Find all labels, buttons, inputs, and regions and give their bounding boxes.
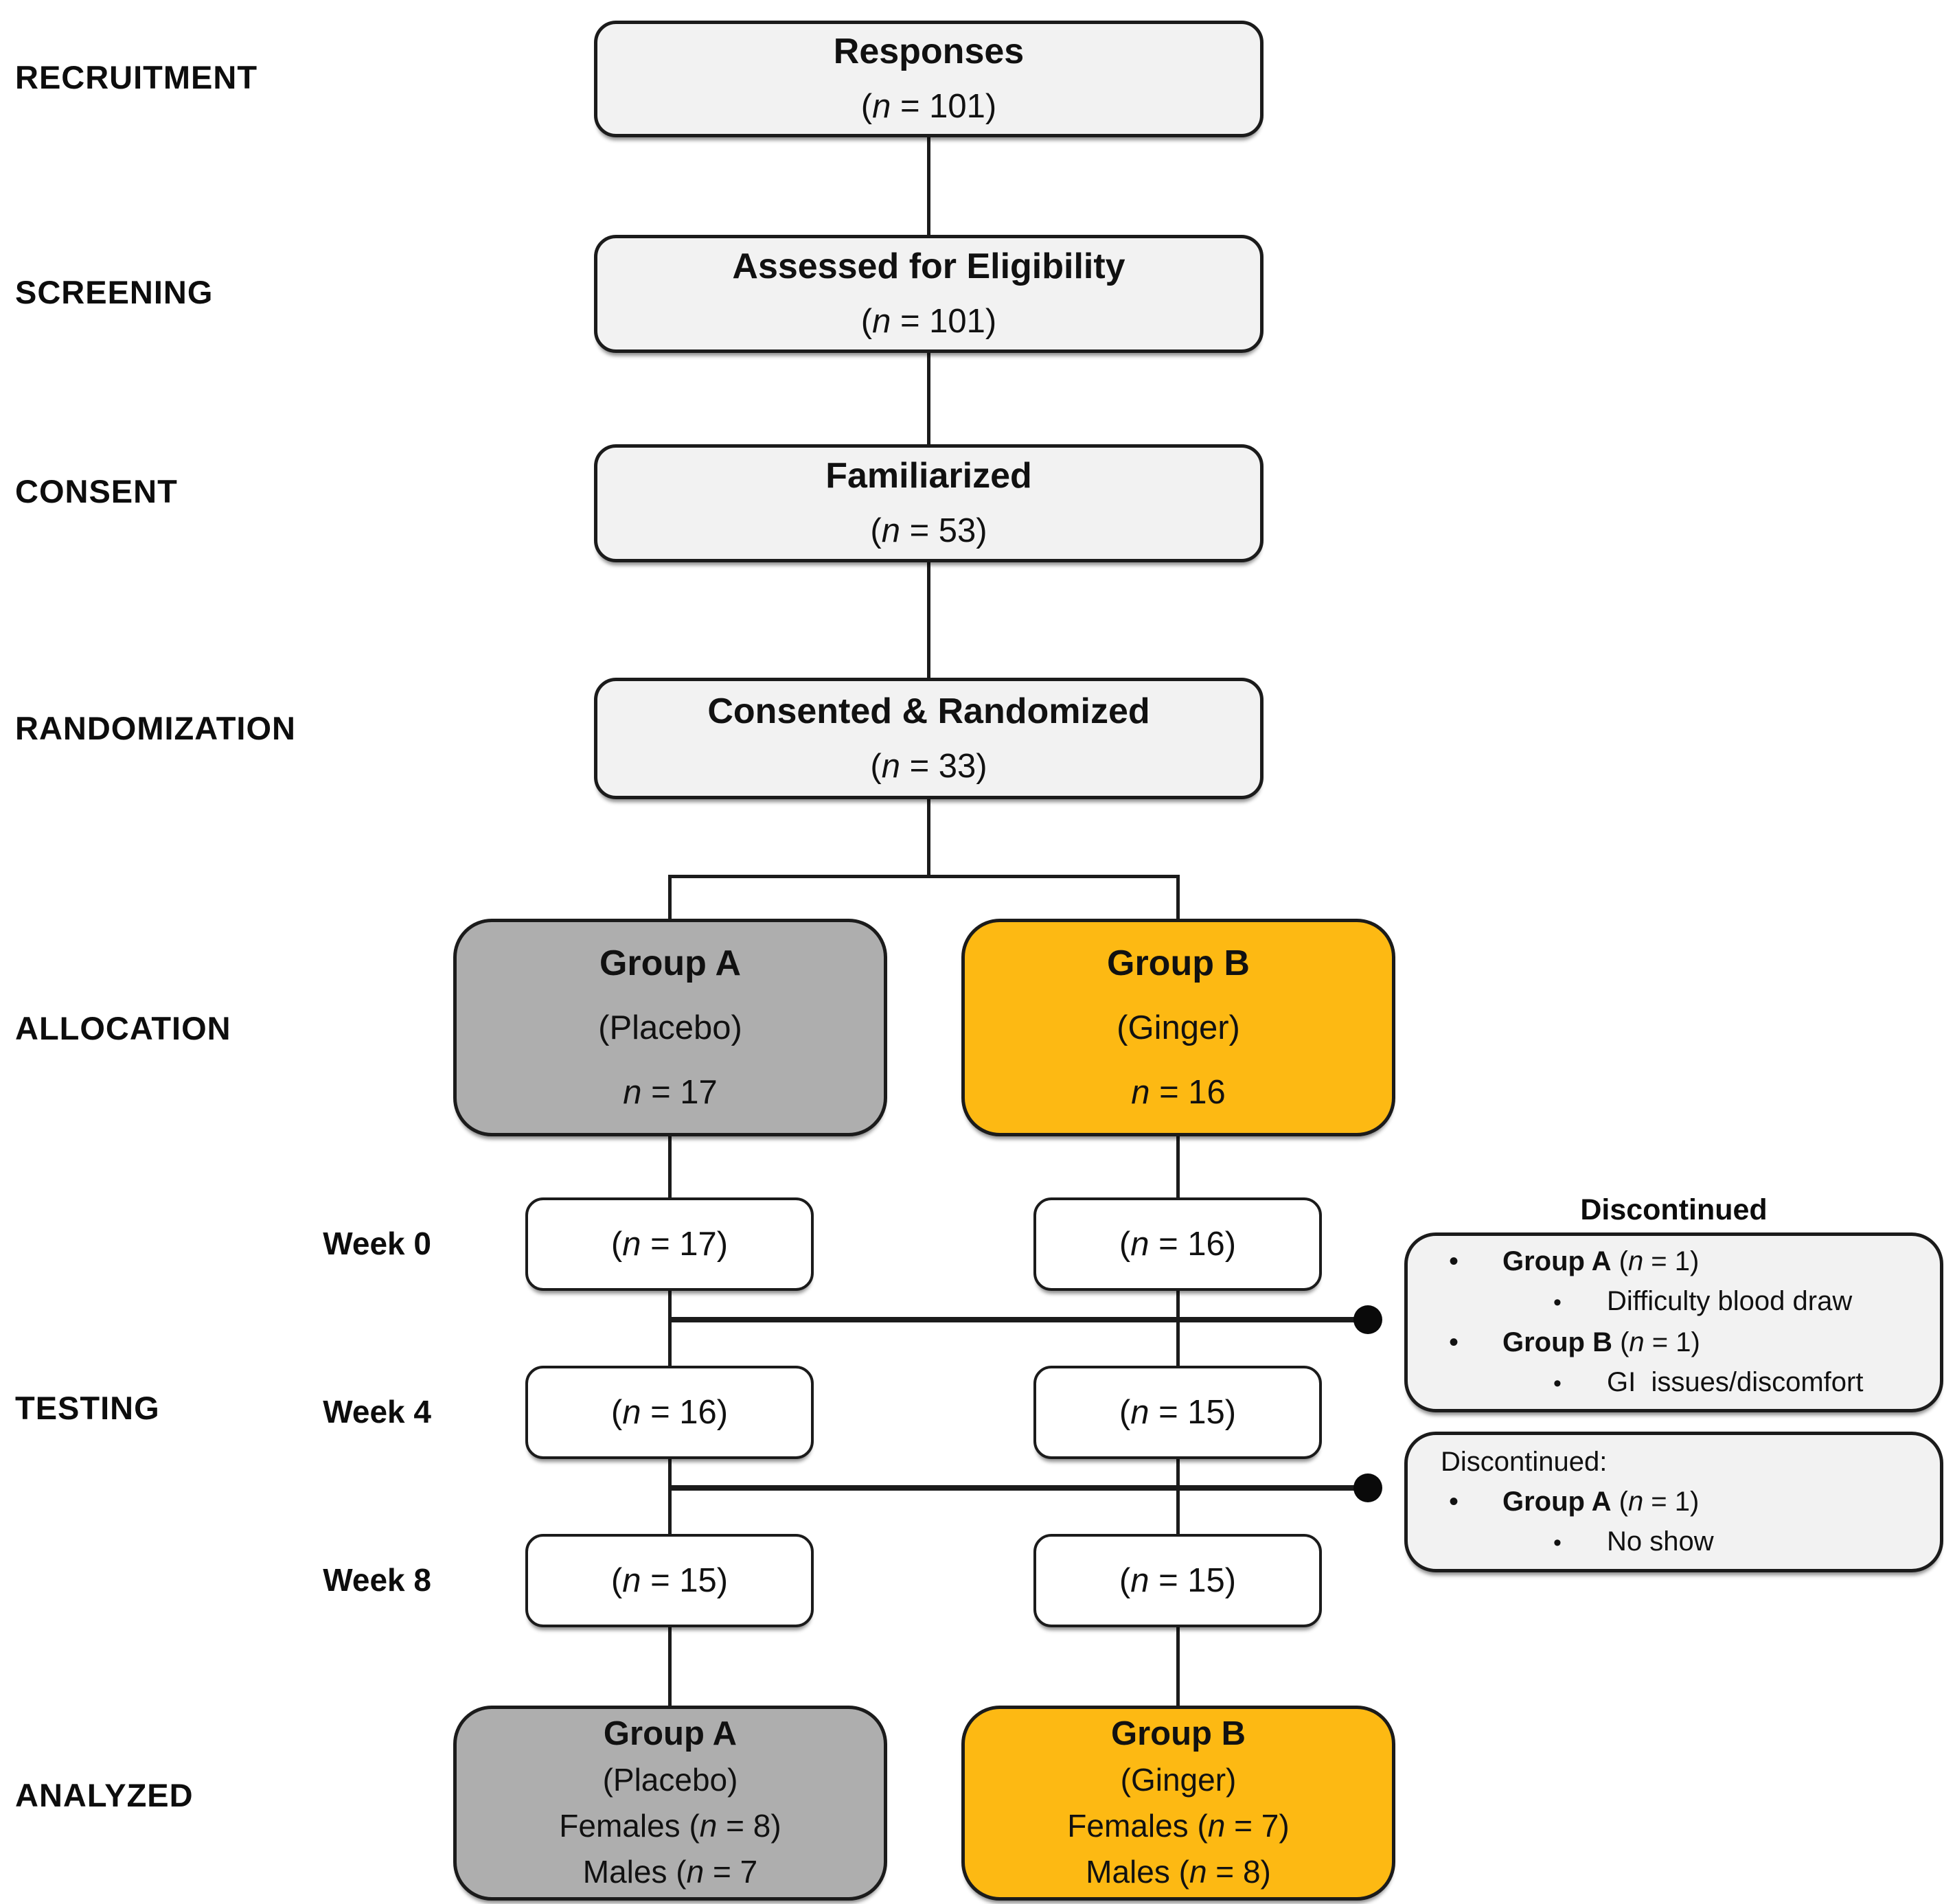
stage-label-recruitment: RECRUITMENT xyxy=(15,59,258,95)
analyzed-b-males: Males (n = 8) xyxy=(1086,1854,1271,1890)
box-responses-title: Responses xyxy=(833,32,1025,71)
box-randomized-title: Consented & Randomized xyxy=(707,691,1150,731)
analyzed-b-subtitle: (Ginger) xyxy=(1120,1762,1237,1798)
connector-discontinued-1-dot xyxy=(1353,1305,1382,1334)
discontinued-2-heading: Discontinued: xyxy=(1441,1446,1608,1477)
box-week0-group-b: (n = 16) xyxy=(1033,1197,1322,1291)
discontinued-1-reason-a: • Difficulty blood draw xyxy=(1408,1281,1940,1322)
box-assessed-count: (n = 101) xyxy=(860,303,997,340)
bullet-icon: • xyxy=(1553,1289,1562,1316)
discontinued-1-group-a-count: (n = 1) xyxy=(1611,1246,1700,1276)
week-label-0: Week 0 xyxy=(323,1226,431,1261)
box-assessed: Assessed for Eligibility (n = 101) xyxy=(594,235,1264,353)
box-allocation-group-a: Group A (Placebo) n = 17 xyxy=(453,919,887,1136)
week8-a-count: (n = 15) xyxy=(610,1562,729,1599)
connector-randomized-split xyxy=(927,799,930,878)
connector-split-horizontal xyxy=(668,875,1180,878)
bullet-icon: • xyxy=(1449,1486,1459,1517)
analyzed-a-males: Males (n = 7 xyxy=(582,1854,758,1890)
discontinued-1-reason-a-text: Difficulty blood draw xyxy=(1607,1286,1853,1316)
connector-week4-week8-b xyxy=(1176,1458,1180,1534)
connector-discontinued-2-dot xyxy=(1353,1473,1382,1502)
box-week4-group-b: (n = 15) xyxy=(1033,1366,1322,1459)
week-label-4: Week 4 xyxy=(323,1394,431,1430)
discontinued-2-reason: • No show xyxy=(1408,1522,1940,1563)
box-discontinued-1: • Group A (n = 1) • Difficulty blood dra… xyxy=(1404,1232,1943,1412)
discontinued-2-group-a-label: Group A xyxy=(1502,1486,1612,1517)
week-label-8: Week 8 xyxy=(323,1562,431,1598)
allocation-a-subtitle: (Placebo) xyxy=(598,1009,742,1046)
box-assessed-title: Assessed for Eligibility xyxy=(732,246,1125,286)
box-allocation-group-b: Group B (Ginger) n = 16 xyxy=(961,919,1395,1136)
box-familiarized-title: Familiarized xyxy=(825,456,1032,496)
analyzed-a-title: Group A xyxy=(603,1715,738,1752)
discontinued-1-item-group-a: • Group A (n = 1) xyxy=(1408,1241,1940,1281)
week4-a-count: (n = 16) xyxy=(610,1394,729,1431)
week8-b-count: (n = 15) xyxy=(1119,1562,1237,1599)
connector-split-group-a xyxy=(668,875,672,920)
week4-b-count: (n = 15) xyxy=(1119,1394,1237,1431)
discontinued-1-group-b-count: (n = 1) xyxy=(1612,1327,1700,1357)
week0-a-count: (n = 17) xyxy=(610,1226,729,1263)
connector-week8-analyzed-b xyxy=(1176,1626,1180,1706)
box-responses-count: (n = 101) xyxy=(860,88,997,125)
connector-discontinued-2-line xyxy=(670,1485,1354,1491)
box-analyzed-group-b: Group B (Ginger) Females (n = 7) Males (… xyxy=(961,1706,1395,1901)
discontinued-2-reason-text: No show xyxy=(1607,1526,1714,1557)
stage-label-consent: CONSENT xyxy=(15,473,178,509)
allocation-b-title: Group B xyxy=(1107,943,1250,983)
allocation-a-title: Group A xyxy=(599,943,742,983)
box-familiarized-count: (n = 53) xyxy=(870,512,987,549)
discontinued-1-reason-b-text: GI issues/discomfort xyxy=(1607,1367,1864,1397)
analyzed-b-title: Group B xyxy=(1111,1715,1246,1752)
discontinued-1-group-a-label: Group A xyxy=(1502,1246,1612,1276)
connector-split-group-b xyxy=(1176,875,1180,920)
connector-assessed-familiarized xyxy=(927,352,930,444)
analyzed-a-subtitle: (Placebo) xyxy=(602,1762,738,1798)
stage-label-randomization: RANDOMIZATION xyxy=(15,710,296,746)
connector-week0-week4-b xyxy=(1176,1289,1180,1366)
box-week8-group-b: (n = 15) xyxy=(1033,1534,1322,1627)
connector-alloc-week0-b xyxy=(1176,1135,1180,1197)
box-randomized: Consented & Randomized (n = 33) xyxy=(594,678,1264,799)
week0-b-count: (n = 16) xyxy=(1119,1226,1237,1263)
box-week4-group-a: (n = 16) xyxy=(525,1366,814,1459)
discontinued-1-title: Discontinued xyxy=(1580,1193,1768,1226)
connector-familiarized-randomized xyxy=(927,562,930,678)
connector-discontinued-1-line xyxy=(670,1317,1354,1322)
discontinued-2-group-a-count: (n = 1) xyxy=(1611,1486,1700,1517)
connector-responses-assessed xyxy=(927,135,930,235)
discontinued-1-group-b-label: Group B xyxy=(1502,1327,1612,1357)
connector-week4-week8-a xyxy=(668,1458,672,1534)
stage-label-screening: SCREENING xyxy=(15,274,214,310)
box-week0-group-a: (n = 17) xyxy=(525,1197,814,1291)
stage-label-analyzed: ANALYZED xyxy=(15,1777,194,1813)
stage-label-allocation: ALLOCATION xyxy=(15,1010,231,1046)
box-discontinued-2: Discontinued: • Group A (n = 1) • No sho… xyxy=(1404,1432,1943,1572)
allocation-b-subtitle: (Ginger) xyxy=(1117,1009,1240,1046)
box-randomized-count: (n = 33) xyxy=(870,747,987,785)
allocation-a-count: n = 17 xyxy=(623,1073,718,1111)
discontinued-2-item-group-a: • Group A (n = 1) xyxy=(1408,1482,1940,1522)
bullet-icon: • xyxy=(1553,1529,1562,1556)
box-responses: Responses (n = 101) xyxy=(594,21,1264,137)
analyzed-b-females: Females (n = 7) xyxy=(1067,1808,1290,1844)
box-week8-group-a: (n = 15) xyxy=(525,1534,814,1627)
discontinued-1-item-group-b: • Group B (n = 1) xyxy=(1408,1322,1940,1362)
box-analyzed-group-a: Group A (Placebo) Females (n = 8) Males … xyxy=(453,1706,887,1901)
bullet-icon: • xyxy=(1553,1370,1562,1397)
analyzed-a-females: Females (n = 8) xyxy=(559,1808,781,1844)
connector-alloc-week0-a xyxy=(668,1135,672,1197)
connector-week0-week4-a xyxy=(668,1289,672,1366)
discontinued-1-reason-b: • GI issues/discomfort xyxy=(1408,1362,1940,1403)
bullet-icon: • xyxy=(1449,1246,1459,1276)
connector-week8-analyzed-a xyxy=(668,1626,672,1706)
bullet-icon: • xyxy=(1449,1327,1459,1357)
allocation-b-count: n = 16 xyxy=(1131,1073,1226,1111)
box-familiarized: Familiarized (n = 53) xyxy=(594,444,1264,562)
stage-label-testing: TESTING xyxy=(15,1390,160,1426)
